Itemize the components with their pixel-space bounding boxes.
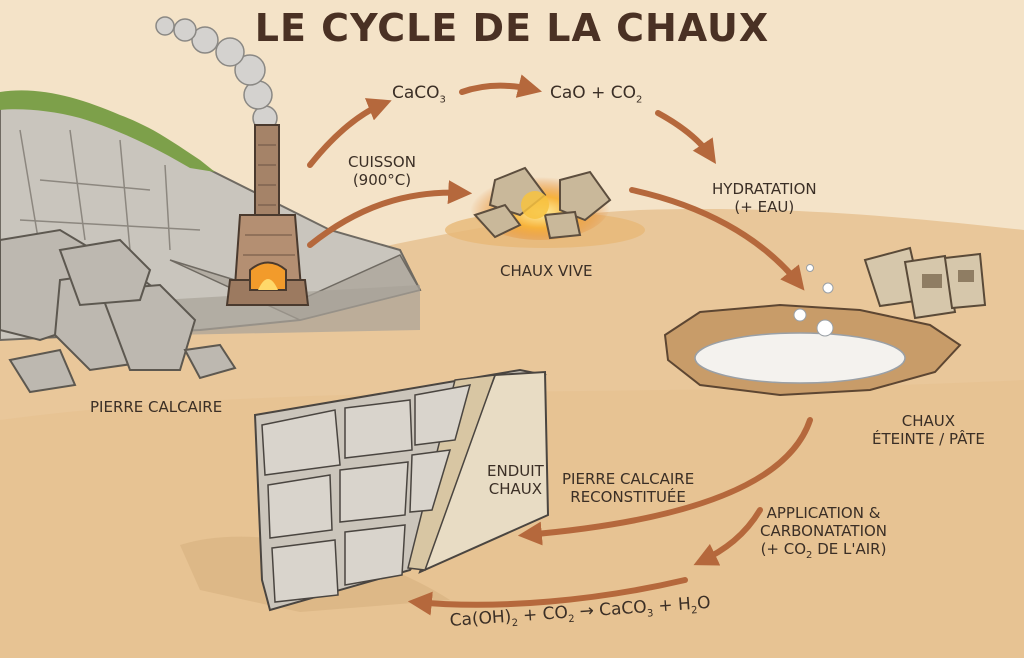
- lime-kiln: [225, 124, 310, 306]
- application-line1: APPLICATION &: [766, 504, 881, 522]
- label-chaux-eteinte: CHAUX ÉTEINTE / PÂTE: [872, 412, 985, 448]
- label-cao-co2: CaO + CO2: [550, 84, 642, 109]
- label-pierre-reconstituee: PIERRE CALCAIRE RECONSTITUÉE: [562, 470, 694, 506]
- label-cuisson: CUISSON (900°C): [348, 153, 416, 189]
- arrow-cuisson-to-quicklime: [307, 180, 473, 248]
- hydratation-line2: (+ EAU): [734, 198, 795, 216]
- label-hydratation: HYDRATATION (+ EAU): [712, 180, 817, 216]
- application-line3-b: DE L'AIR): [812, 540, 887, 558]
- reconstituee-line2: RECONSTITUÉE: [570, 488, 686, 506]
- eq-p3: → CaCO: [573, 597, 648, 623]
- caco3-sub: 3: [439, 94, 446, 106]
- quicklime-pile: [445, 166, 645, 248]
- arrow-caco3-to-cao: [459, 74, 543, 98]
- eq-p4: + H: [652, 594, 692, 617]
- application-line2: CARBONATATION: [760, 522, 888, 540]
- arrow-application-to-bottom: [693, 507, 763, 566]
- application-line3: (+ CO2 DE L'AIR): [760, 540, 887, 565]
- label-application: APPLICATION & CARBONATATION (+ CO2 DE L'…: [760, 504, 887, 565]
- label-chaux-vive: CHAUX VIVE: [500, 262, 592, 280]
- eq-p1: Ca(OH): [449, 606, 513, 631]
- reconstituee-line1: PIERRE CALCAIRE: [562, 470, 695, 488]
- arrow-bottom-to-wall: [407, 577, 688, 616]
- label-pierre-calcaire: PIERRE CALCAIRE: [90, 398, 222, 416]
- enduit-line2: CHAUX: [488, 480, 543, 498]
- cao-co2-base: CaO + CO: [550, 83, 636, 103]
- cuisson-line2: (900°C): [352, 171, 412, 189]
- cao-co2-sub: 2: [635, 94, 643, 106]
- label-enduit-chaux: ENDUIT CHAUX: [487, 462, 544, 498]
- hydratation-line1: HYDRATATION: [712, 180, 817, 198]
- arrow-quicklime-to-pit: [629, 187, 805, 291]
- chaux-eteinte-line1: CHAUX: [901, 412, 956, 430]
- arrow-pit-to-wall: [517, 417, 813, 546]
- label-caco3: CaCO3: [392, 84, 446, 109]
- chaux-eteinte-line2: ÉTEINTE / PÂTE: [872, 430, 985, 448]
- cuisson-line1: CUISSON: [348, 153, 416, 171]
- chaux-vive-text: CHAUX VIVE: [500, 262, 593, 280]
- caco3-base: CaCO: [392, 83, 440, 103]
- arrow-cao-to-hydratation: [655, 110, 716, 164]
- eq-p5: O: [696, 592, 712, 614]
- limestone-boulders: [0, 228, 237, 394]
- enduit-line1: ENDUIT: [487, 462, 544, 480]
- lime-sacks: [863, 246, 987, 320]
- pierre-calcaire-text: PIERRE CALCAIRE: [90, 398, 223, 416]
- cycle-arrows: [307, 74, 813, 616]
- arrow-quarry-to-caco3: [307, 98, 392, 168]
- page-title: LE CYCLE DE LA CHAUX: [254, 6, 770, 50]
- application-line3-a: (+ CO: [760, 540, 807, 558]
- application-line3-sub: 2: [806, 550, 813, 561]
- stone-wall: [180, 368, 550, 612]
- eq-p2: + CO: [516, 602, 569, 627]
- slaking-pit: [663, 264, 962, 397]
- smoke: [155, 16, 278, 131]
